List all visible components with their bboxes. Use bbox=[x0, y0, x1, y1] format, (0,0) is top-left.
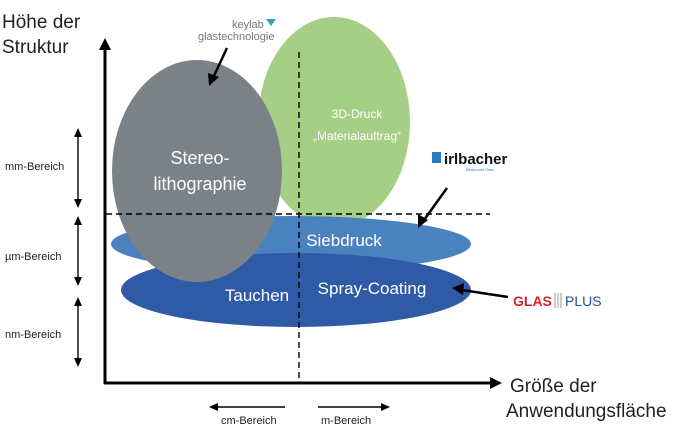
y-axis-title-line2: Struktur bbox=[2, 37, 69, 58]
arrow-glasplus-head bbox=[452, 283, 464, 295]
arrow-irlbacher-head bbox=[418, 214, 428, 228]
x-axis-title-line2: Anwendungsfläche bbox=[506, 401, 667, 422]
arrow-keylab-head bbox=[208, 73, 219, 86]
axes bbox=[99, 38, 502, 389]
x-axis-arrowhead bbox=[490, 377, 502, 389]
y-range-markers bbox=[74, 128, 82, 367]
x-axis-title-line1: Größe der bbox=[510, 376, 597, 397]
glasplus-logo-plus: PLUS bbox=[565, 293, 602, 309]
irlbacher-logo: irlbacher Blickpunkt Glas bbox=[432, 151, 508, 172]
y-range-mm: mm-Bereich bbox=[5, 161, 64, 173]
label-3d-druck-line2: „Materialauftrag“ bbox=[313, 129, 401, 143]
glasplus-logo-glas: GLAS bbox=[513, 293, 552, 309]
keylab-logo-text-top: keylab bbox=[232, 19, 264, 31]
irlbacher-logo-text: irlbacher bbox=[444, 151, 508, 168]
arrow-keylab bbox=[211, 47, 229, 79]
arrow-irlbacher bbox=[422, 187, 449, 221]
label-siebdruck: Siebdruck bbox=[306, 231, 382, 250]
label-stereo-line1: Stereo- bbox=[170, 148, 229, 168]
region-stereolithographie bbox=[112, 60, 282, 282]
pointer-arrows bbox=[208, 47, 509, 299]
keylab-logo: keylab glastechnologie bbox=[198, 19, 276, 43]
label-spray-coating: Spray-Coating bbox=[318, 279, 427, 298]
keylab-logo-triangle bbox=[266, 19, 276, 26]
x-range-markers bbox=[209, 403, 390, 411]
y-axis-title-line1: Höhe der bbox=[2, 12, 81, 33]
irlbacher-logo-subtext: Blickpunkt Glas bbox=[466, 167, 494, 172]
y-range-um: µm-Bereich bbox=[5, 251, 61, 263]
keylab-logo-text-bottom: glastechnologie bbox=[198, 31, 274, 43]
x-range-cm: cm-Bereich bbox=[221, 415, 277, 427]
irlbacher-logo-mark bbox=[432, 152, 441, 163]
glasplus-logo: GLAS PLUS bbox=[513, 293, 602, 309]
arrow-glasplus bbox=[461, 288, 509, 299]
x-range-m: m-Bereich bbox=[321, 415, 371, 427]
region-3d-druck bbox=[258, 17, 410, 227]
y-range-nm: nm-Bereich bbox=[5, 329, 61, 341]
label-3d-druck-line1: 3D-Druck bbox=[332, 107, 384, 121]
label-stereo-line2: lithographie bbox=[153, 174, 246, 194]
label-tauchen: Tauchen bbox=[225, 286, 289, 305]
y-axis-arrowhead bbox=[99, 38, 111, 50]
